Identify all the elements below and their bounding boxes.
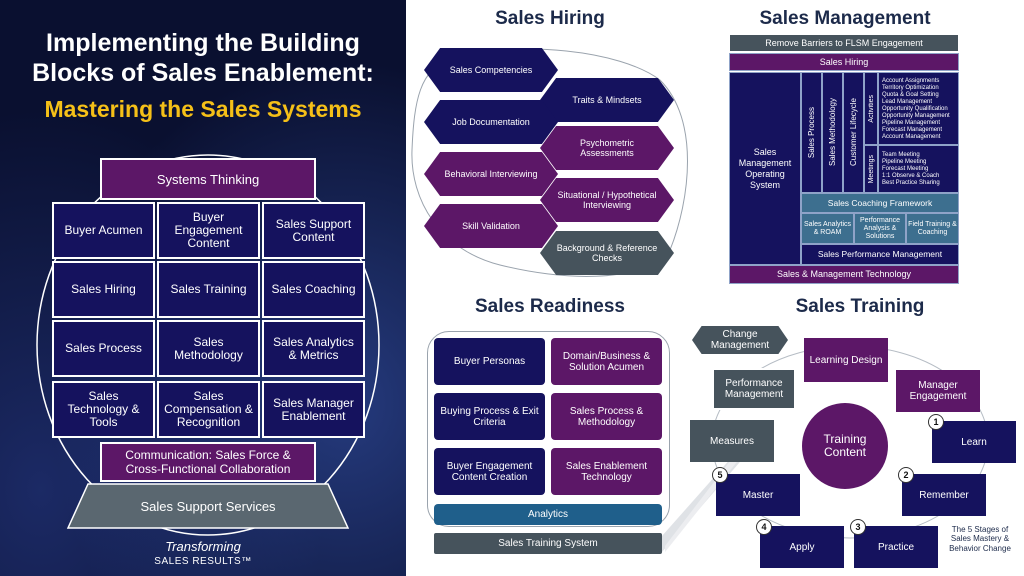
meetings-item: Pipeline Meeting xyxy=(882,159,927,165)
remove-barriers-bar: Remove Barriers to FLSM Engagement xyxy=(729,34,959,52)
readiness-buyer-personas: Buyer Personas xyxy=(434,338,545,385)
support-trapezoid xyxy=(66,483,350,529)
stage-number-badge: 3 xyxy=(850,519,866,535)
stage-remember-box: Remember xyxy=(902,474,986,516)
readiness-title: Sales Readiness xyxy=(475,296,625,317)
readiness-sales-process-methodology: Sales Process & Methodology xyxy=(551,393,662,440)
training-content-circle: Training Content xyxy=(802,403,888,489)
block-sales-manager-enablement: Sales Manager Enablement xyxy=(262,381,365,438)
hiring-skill-validation: Skill Validation xyxy=(424,204,558,248)
measures-box: Measures xyxy=(690,420,774,462)
meetings-item: 1:1 Observe & Coach xyxy=(882,173,940,179)
block-sales-coaching: Sales Coaching xyxy=(262,261,365,318)
training-title: Sales Training xyxy=(795,296,925,317)
col-sales-process-label: Sales Process xyxy=(807,106,816,159)
stage-apply-box: Apply xyxy=(760,526,844,568)
block-sales-technology-tools: Sales Technology & Tools xyxy=(52,381,155,438)
col-customer-lifecycle: Customer Lifecycle xyxy=(843,72,864,193)
col-sales-methodology-label: Sales Methodology xyxy=(828,98,837,167)
col-customer-lifecycle-label: Customer Lifecycle xyxy=(849,98,858,167)
activities-item: Account Assignments xyxy=(882,78,940,84)
block-sales-support-content: Sales Support Content xyxy=(262,202,365,259)
block-sales-compensation-recognition: Sales Compensation & Recognition xyxy=(157,381,260,438)
block-sales-hiring: Sales Hiring xyxy=(52,261,155,318)
readiness-domain-business-solution-acumen: Domain/Business & Solution Acumen xyxy=(551,338,662,385)
brand-name: SALES RESULTS™ xyxy=(154,556,252,567)
manager-engagement-box: Manager Engagement xyxy=(896,370,980,412)
block-sales-analytics-metrics: Sales Analytics & Metrics xyxy=(262,320,365,377)
activities-item: Opportunity Management xyxy=(882,113,950,119)
block-sales-training: Sales Training xyxy=(157,261,260,318)
performance-management-box: Performance Management xyxy=(712,368,796,410)
operating-system-block: Sales Management Operating System xyxy=(729,72,801,265)
training-system-bar: Sales Training System xyxy=(434,533,662,554)
activities-item: Opportunity Qualification xyxy=(882,106,948,112)
support-services-label: Sales Support Services xyxy=(140,498,276,514)
analytics-roam-box: Sales Analytics & ROAM xyxy=(801,213,854,244)
meetings-item: Forecast Meeting xyxy=(882,166,929,172)
stage-learn-box: Learn xyxy=(932,421,1016,463)
activities-item: Account Management xyxy=(882,134,941,140)
activities-item: Quota & Goal Setting xyxy=(882,92,939,98)
col-sales-process: Sales Process xyxy=(801,72,822,193)
communication-block: Communication: Sales Force & Cross-Funct… xyxy=(100,442,316,482)
meetings-label-box: Meetings xyxy=(864,145,878,193)
systems-thinking-block: Systems Thinking xyxy=(100,158,316,200)
mgmt-technology-bar: Sales & Management Technology xyxy=(729,265,959,284)
main-title-line2: Blocks of Sales Enablement: xyxy=(32,59,374,87)
brand-tagline: Transforming xyxy=(165,539,241,554)
activities-label: Activities xyxy=(867,94,875,123)
performance-analysis-box: Performance Analysis & Solutions xyxy=(854,213,906,244)
readiness-sales-enablement-technology: Sales Enablement Technology xyxy=(551,448,662,495)
activities-label-box: Activities xyxy=(864,72,878,145)
hiring-sales-competencies: Sales Competencies xyxy=(424,48,558,92)
coaching-framework-bar: Sales Coaching Framework xyxy=(801,193,959,213)
mgmt-hiring-bar: Sales Hiring xyxy=(729,53,959,71)
stage-number-badge: 5 xyxy=(712,467,728,483)
hiring-behavioral-interviewing: Behavioral Interviewing xyxy=(424,152,558,196)
field-training-box: Field Training & Coaching xyxy=(906,213,959,244)
block-sales-process: Sales Process xyxy=(52,320,155,377)
readiness-analytics-bar: Analytics xyxy=(434,504,662,525)
hiring-title: Sales Hiring xyxy=(495,8,605,29)
activities-item: Territory Optimization xyxy=(882,85,939,91)
activities-item: Pipeline Management xyxy=(882,120,941,126)
hiring-job-documentation: Job Documentation xyxy=(424,100,558,144)
activities-item: Forecast Management xyxy=(882,127,943,133)
main-subtitle: Mastering the Sales Systems xyxy=(44,96,362,122)
stage-number-badge: 1 xyxy=(928,414,944,430)
stage-number-badge: 4 xyxy=(756,519,772,535)
stage-practice-box: Practice xyxy=(854,526,938,568)
mastery-caption: The 5 Stages of Sales Mastery & Behavior… xyxy=(949,524,1011,553)
hiring-background-reference-checks: Background & Reference Checks xyxy=(540,231,674,275)
main-title: Implementing the Building Blocks of Sale… xyxy=(0,28,406,88)
main-title-line1: Implementing the Building xyxy=(46,29,360,57)
stage-number-badge: 2 xyxy=(898,467,914,483)
block-buyer-engagement-content: Buyer Engagement Content xyxy=(157,202,260,259)
readiness-buying-process-exit-criteria: Buying Process & Exit Criteria xyxy=(434,393,545,440)
col-sales-methodology: Sales Methodology xyxy=(822,72,843,193)
block-sales-methodology: Sales Methodology xyxy=(157,320,260,377)
hiring-psychometric-assessments: Psychometric Assessments xyxy=(540,126,674,170)
stage-master-box: Master xyxy=(716,474,800,516)
block-buyer-acumen: Buyer Acumen xyxy=(52,202,155,259)
outline-circle xyxy=(36,154,380,536)
change-management-hex: Change Management xyxy=(692,326,788,354)
learning-design-box: Learning Design xyxy=(804,338,888,382)
perf-mgmt-bar: Sales Performance Management xyxy=(801,244,959,265)
hiring-traits-mindsets: Traits & Mindsets xyxy=(540,78,674,122)
hiring-situational-hypothetical-interviewing: Situational / Hypothetical Interviewing xyxy=(540,178,674,222)
meetings-item: Best Practice Sharing xyxy=(882,180,940,186)
management-title: Sales Management xyxy=(759,8,931,29)
meetings-item: Team Meeting xyxy=(882,152,920,158)
activities-item: Lead Management xyxy=(882,99,933,105)
meetings-label: Meetings xyxy=(867,154,875,184)
left-panel: Implementing the Building Blocks of Sale… xyxy=(0,0,406,576)
readiness-buyer-engagement-content-creation: Buyer Engagement Content Creation xyxy=(434,448,545,495)
readiness-outline xyxy=(427,331,670,527)
